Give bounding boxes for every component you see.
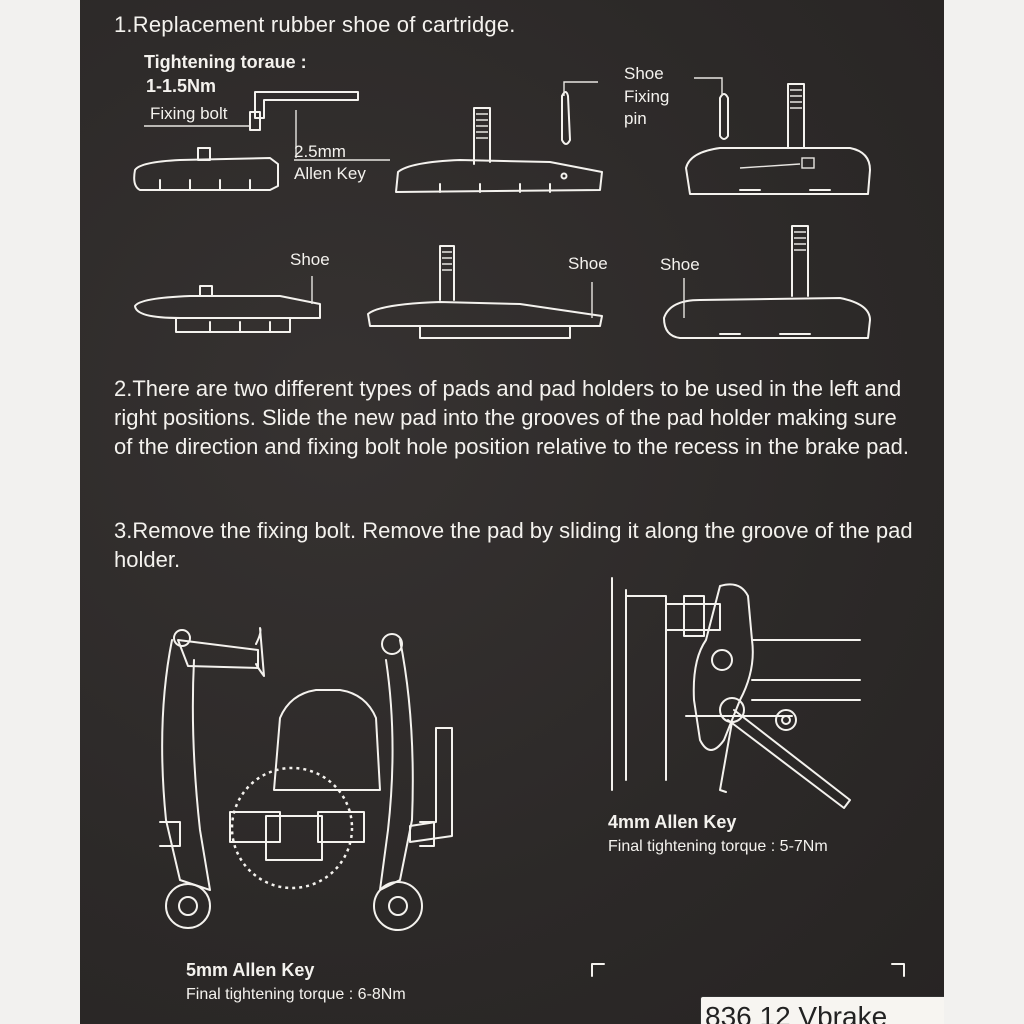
fixing-label: Fixing	[624, 87, 670, 106]
pad-holder-3	[134, 276, 321, 333]
torque-value: 1-1.5Nm	[146, 76, 217, 96]
left-torque-text: Final tightening torque : 6-8Nm	[186, 986, 406, 1003]
allen-key-label: Allen Key	[294, 164, 366, 183]
torque-label: Tightening toraue :	[144, 52, 307, 72]
right-torque-text: Final tightening torque : 5-7Nm	[608, 838, 828, 855]
pad-assembly-2	[663, 225, 871, 339]
shoe-label-bottom-3: Shoe	[660, 255, 700, 274]
left-key-label: 5mm Allen Key	[186, 960, 315, 980]
pad-holder-1	[133, 147, 279, 191]
brake-diagrams	[159, 577, 905, 977]
instruction-sheet: 1.Replacement rubber shoe of cartridge. …	[80, 0, 944, 1024]
right-key-label: 4mm Allen Key	[608, 812, 737, 832]
shoe-label-bottom-1: Shoe	[290, 250, 330, 269]
corner-mark-right	[891, 963, 905, 977]
allen-size-label: 2.5mm	[294, 142, 346, 161]
pad-holder-2	[395, 107, 603, 193]
step1-diagrams	[133, 77, 871, 339]
pin-label: pin	[624, 109, 647, 128]
step1-heading: 1.Replacement rubber shoe of cartridge.	[114, 12, 516, 37]
vbrake-left-diagram	[159, 627, 453, 931]
shoe-label-bottom-2: Shoe	[568, 254, 608, 273]
vbrake-side-diagram	[611, 577, 861, 809]
product-label-card: 836 12 Vbrake	[700, 996, 944, 1024]
pad-assembly-1	[685, 83, 871, 195]
fixing-bolt-label: Fixing bolt	[150, 104, 228, 123]
corner-mark-left	[591, 963, 605, 977]
step2-text: 2.There are two different types of pads …	[114, 376, 909, 459]
step3-text: 3.Remove the fixing bolt. Remove the pad…	[114, 518, 913, 572]
pad-holder-4	[367, 245, 603, 339]
shoe-label: Shoe	[624, 64, 664, 83]
